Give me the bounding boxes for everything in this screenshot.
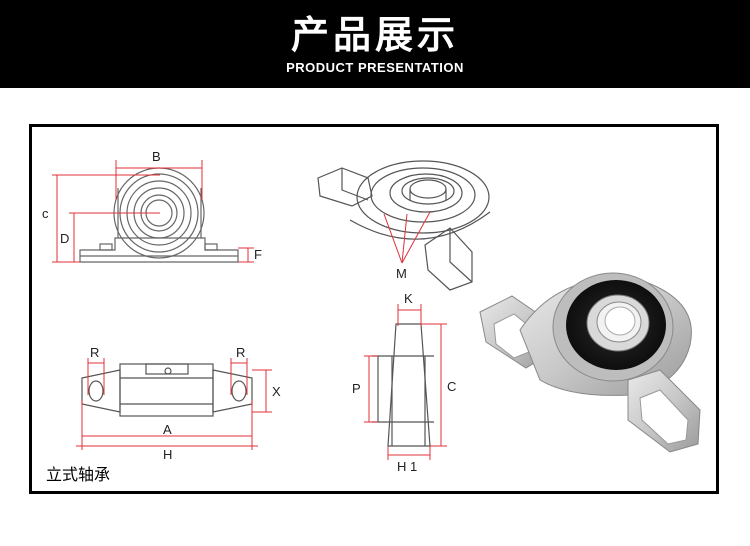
dim-label-C: C xyxy=(447,379,456,394)
bearing-product-photo xyxy=(479,272,701,453)
iso-view-leaders xyxy=(383,211,431,264)
iso-view-drawing xyxy=(317,160,491,291)
dim-label-P: P xyxy=(352,381,361,396)
front-view-dimensions xyxy=(52,160,254,263)
page-title: 产品展示 xyxy=(290,13,459,57)
front-view-drawing xyxy=(79,167,239,263)
dim-label-H: H xyxy=(163,447,172,462)
dim-label-R-left: R xyxy=(90,345,99,360)
top-view-drawing xyxy=(81,363,253,417)
header-banner: 产品展示 PRODUCT PRESENTATION xyxy=(0,0,750,88)
top-view-dimensions xyxy=(76,358,272,450)
dim-label-X: X xyxy=(272,384,281,399)
dim-label-c: c xyxy=(42,206,49,221)
dim-label-H1: H 1 xyxy=(397,459,417,474)
side-view-drawing xyxy=(372,323,434,447)
dim-label-M: M xyxy=(396,266,407,281)
page-subtitle: PRODUCT PRESENTATION xyxy=(286,60,464,75)
side-view-dimensions xyxy=(364,304,447,460)
dim-label-D: D xyxy=(60,231,69,246)
dim-label-F: F xyxy=(254,247,262,262)
dim-label-K: K xyxy=(404,291,413,306)
dim-label-R-right: R xyxy=(236,345,245,360)
product-caption: 立式轴承 xyxy=(46,465,111,484)
dim-label-A: A xyxy=(163,422,172,437)
dim-label-B: B xyxy=(152,149,161,164)
